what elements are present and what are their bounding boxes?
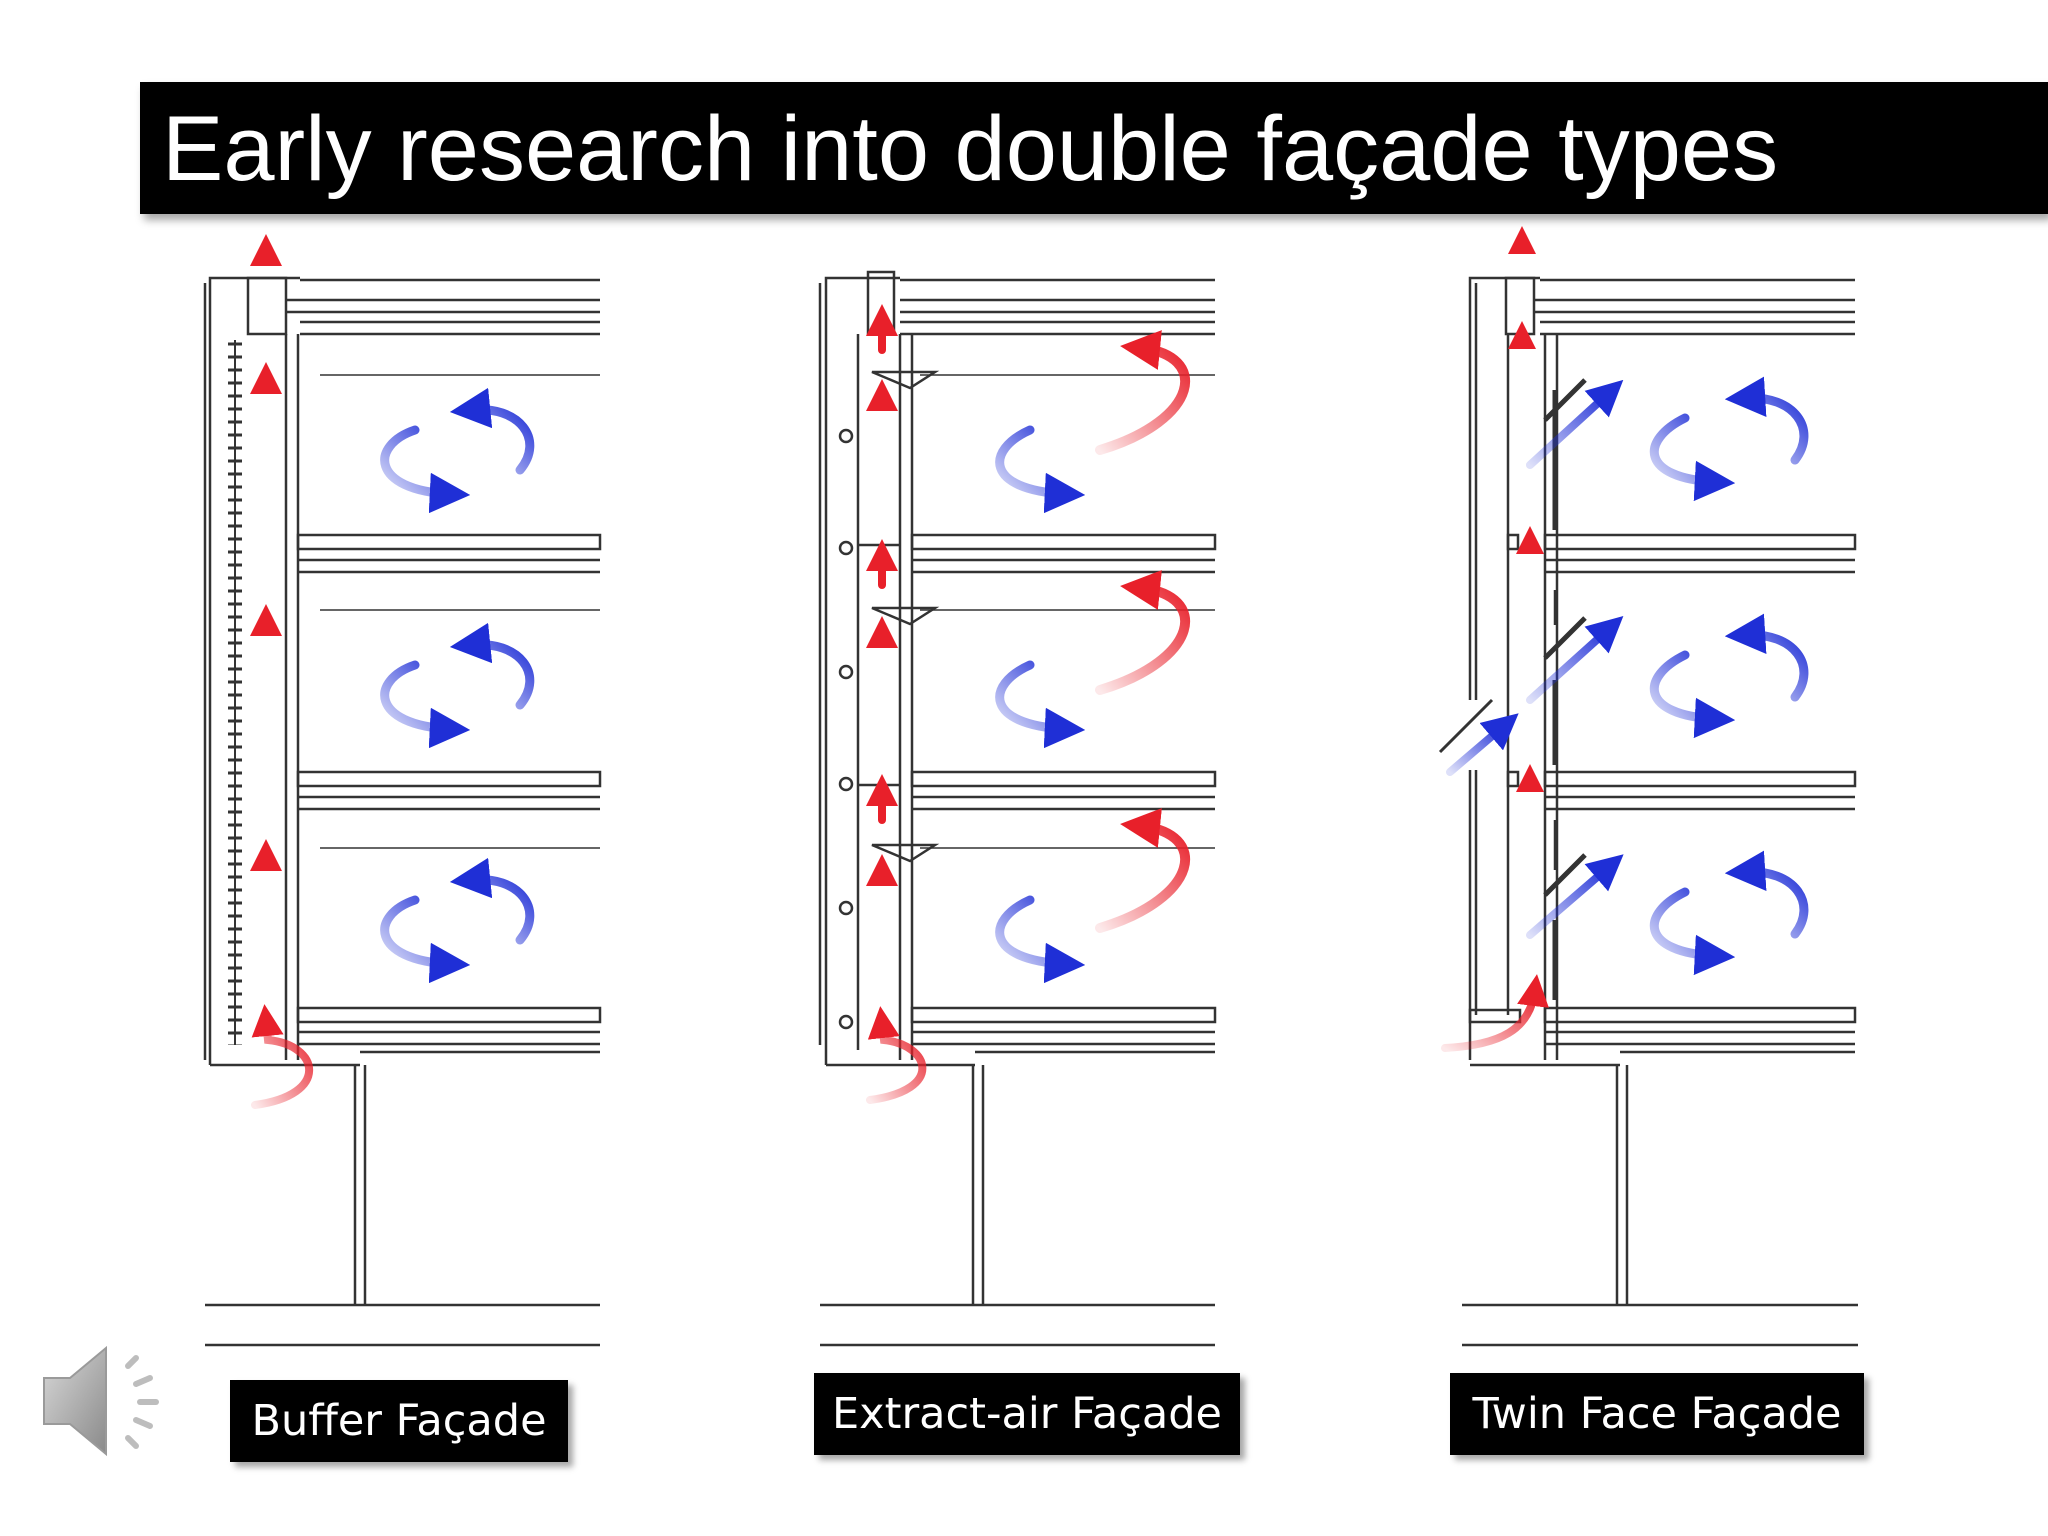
slide-title-bar: Early research into double façade types <box>140 82 2048 214</box>
twin-face-facade-diagram <box>1438 226 1858 1347</box>
buffer-cool-air-arrows <box>380 387 535 984</box>
buffer-facade-label: Buffer Façade <box>230 1380 568 1462</box>
extract-air-facade-diagram <box>818 270 1217 1347</box>
buffer-facade-diagram <box>203 234 602 1347</box>
slide-title: Early research into double façade types <box>162 98 1779 200</box>
twin-structure <box>1438 276 1858 1347</box>
extract-structure <box>818 270 1217 1347</box>
speaker-icon[interactable] <box>36 1336 176 1466</box>
extract-warm-air-arrows <box>866 304 1191 1104</box>
twin-cool-air-arrows <box>1446 376 1809 976</box>
buffer-warm-air-arrows <box>250 234 314 1109</box>
twin-face-facade-label: Twin Face Façade <box>1450 1373 1864 1455</box>
twin-warm-air-arrows <box>1441 226 1549 1052</box>
extract-air-facade-label: Extract-air Façade <box>814 1373 1240 1455</box>
extract-cool-air-arrows <box>995 425 1086 984</box>
buffer-structure <box>203 276 602 1347</box>
